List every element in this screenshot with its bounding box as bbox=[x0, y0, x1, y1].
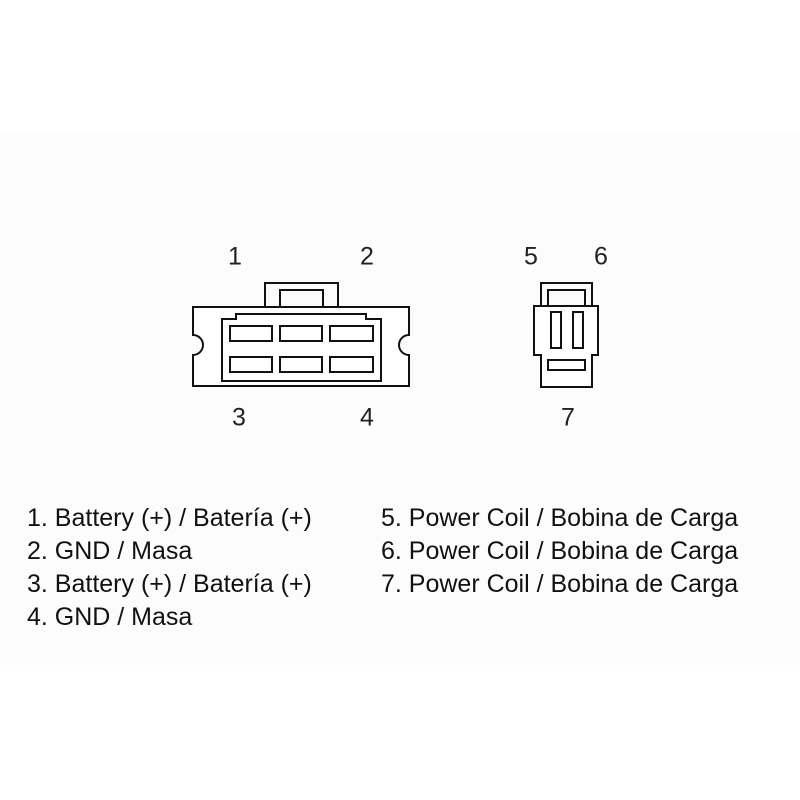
six-pin-latch bbox=[264, 282, 339, 308]
pin-label-6: 6 bbox=[594, 242, 608, 271]
pin-slot bbox=[279, 325, 323, 342]
pin-slot bbox=[229, 356, 273, 373]
background-band bbox=[0, 133, 800, 665]
pin-label-3: 3 bbox=[232, 403, 246, 432]
legend-item: 2. GND / Masa bbox=[27, 537, 193, 565]
three-pin-latch-inner bbox=[547, 289, 586, 307]
legend-item: 3. Battery (+) / Batería (+) bbox=[27, 570, 312, 598]
six-pin-inner-frame bbox=[221, 313, 382, 382]
pin-slot bbox=[229, 325, 273, 342]
legend-item: 6. Power Coil / Bobina de Carga bbox=[381, 537, 739, 565]
legend-item: 1. Battery (+) / Batería (+) bbox=[27, 504, 312, 532]
pin-slot bbox=[329, 325, 374, 342]
pin-slot bbox=[547, 359, 586, 371]
six-pin-latch-inner bbox=[279, 289, 324, 308]
pin-slot bbox=[550, 311, 562, 349]
pin-slot bbox=[329, 356, 374, 373]
three-pin-connector bbox=[533, 282, 599, 388]
pin-label-1: 1 bbox=[228, 242, 242, 271]
pin-slot bbox=[279, 356, 323, 373]
pin-label-5: 5 bbox=[524, 242, 538, 271]
six-pin-connector bbox=[192, 282, 410, 387]
pin-slot bbox=[572, 311, 584, 349]
legend-item: 4. GND / Masa bbox=[27, 603, 193, 631]
legend-item: 7. Power Coil / Bobina de Carga bbox=[381, 570, 739, 598]
three-pin-housing bbox=[533, 305, 599, 388]
pin-label-7: 7 bbox=[561, 403, 575, 432]
legend-item: 5. Power Coil / Bobina de Carga bbox=[381, 504, 739, 532]
legend-right: 5. Power Coil / Bobina de Carga 6. Power… bbox=[381, 502, 738, 601]
legend-left: 1. Battery (+) / Batería (+) 2. GND / Ma… bbox=[27, 502, 312, 634]
pin-label-2: 2 bbox=[360, 242, 374, 271]
pin-label-4: 4 bbox=[360, 403, 374, 432]
